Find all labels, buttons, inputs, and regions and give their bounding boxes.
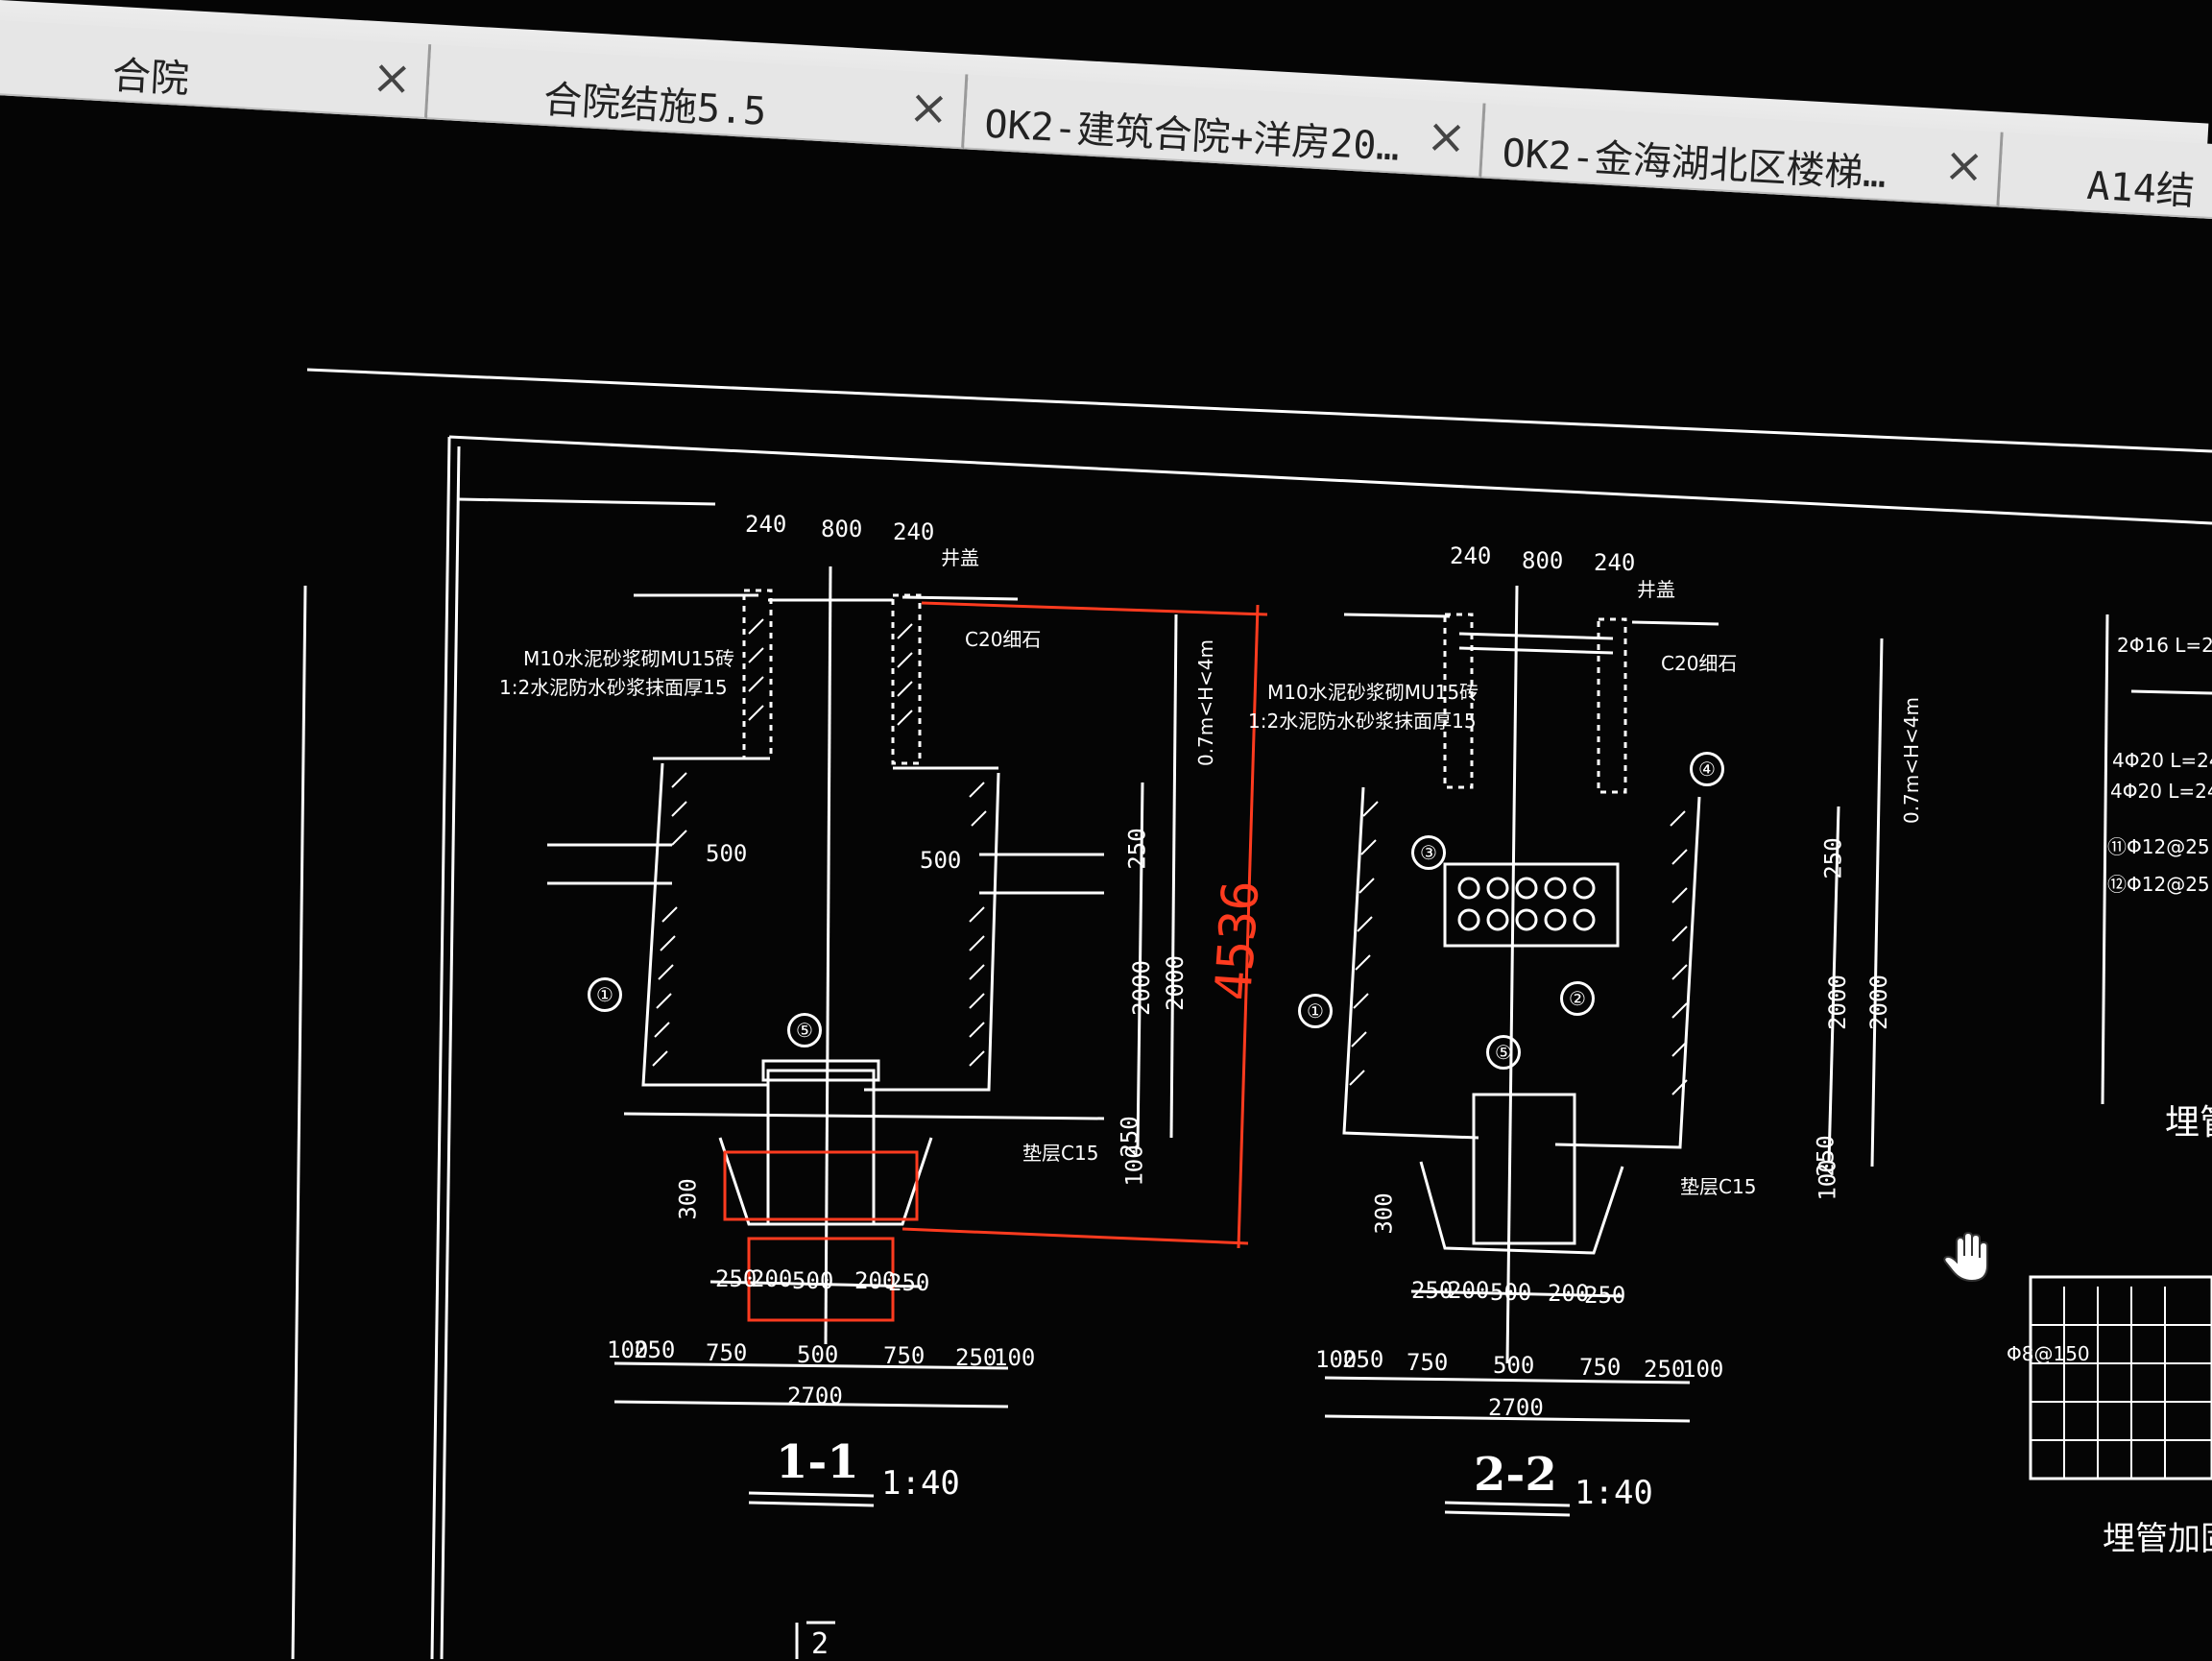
section-title-2-2: 2-2 <box>1474 1448 1557 1502</box>
dim-top-left: 240 <box>745 511 787 538</box>
dim-base-5: 750 <box>883 1342 926 1369</box>
dim-bottom-1: 250 <box>715 1265 757 1292</box>
dim-bottom-3: 500 <box>792 1267 834 1294</box>
rebar-label-3: 4Φ20 L=244 <box>2110 780 2212 803</box>
dim-pipe-right: 500 <box>920 847 962 874</box>
label-c15: 垫层C15 <box>1022 1142 1099 1165</box>
dim-base-3: 750 <box>706 1339 748 1366</box>
label-c15: 垫层C15 <box>1680 1175 1757 1198</box>
section-title-1-1: 1-1 <box>776 1435 859 1489</box>
label-depth-note: 0.7m<H<4m <box>1194 638 1218 767</box>
dim-top-right: 240 <box>1594 549 1636 576</box>
dim-base-7: 100 <box>1682 1356 1724 1383</box>
rebar-label-5: ⑫Φ12@25 <box>2107 873 2210 896</box>
dim-top-left: 240 <box>1450 542 1492 569</box>
marker-5: ⑤ <box>1486 1035 1521 1070</box>
dim-base-1: 100 <box>1315 1346 1358 1373</box>
dim-side-3: 2000 <box>1864 975 1892 1030</box>
dim-bottom-5: 250 <box>888 1269 930 1296</box>
dim-side-2: 2000 <box>1127 960 1155 1016</box>
dim-total-width: 2700 <box>787 1383 843 1409</box>
dim-top-center: 800 <box>821 516 863 542</box>
dim-pipe-left: 500 <box>706 840 748 867</box>
marker-3: ③ <box>1411 835 1446 870</box>
label-c20: C20细石 <box>965 628 1042 651</box>
dim-base-3: 750 <box>1407 1349 1449 1376</box>
rebar-label-2: 4Φ20 L=244 <box>2112 749 2212 772</box>
dim-top-right: 240 <box>893 518 935 545</box>
dim-side-5: 100 <box>1120 1144 1148 1187</box>
dim-base-6: 250 <box>1644 1356 1686 1383</box>
dim-side-2: 2000 <box>1823 975 1851 1030</box>
dim-base-1: 100 <box>607 1336 649 1363</box>
dim-bottom-4: 200 <box>854 1267 897 1294</box>
rebar-label-4: ⑪Φ12@25 <box>2107 835 2210 858</box>
dim-total-width: 2700 <box>1488 1394 1544 1421</box>
caption-buried-pipe: 埋管 <box>2165 1103 2212 1143</box>
dim-base-2: 250 <box>634 1336 676 1363</box>
pan-hand-icon <box>1943 1231 1988 1283</box>
dim-base-4: 500 <box>797 1341 839 1368</box>
dim-base-4: 500 <box>1493 1352 1535 1379</box>
marker-1: ① <box>588 977 622 1012</box>
dim-side-1: 250 <box>1819 837 1847 879</box>
dim-base-7: 100 <box>994 1344 1036 1371</box>
marker-5: ⑤ <box>787 1013 822 1047</box>
marker-4: ④ <box>1690 752 1724 786</box>
label-c20: C20细石 <box>1661 652 1738 675</box>
red-measurement[interactable]: 4536 <box>1205 879 1271 1003</box>
label-plaster: 1:2水泥防水砂浆抹面厚15 <box>1248 710 1477 733</box>
dim-side-3: 2000 <box>1161 955 1189 1011</box>
label-depth-note: 0.7m<H<4m <box>1900 696 1924 825</box>
dim-bottom-4: 200 <box>1548 1280 1590 1307</box>
label-m10: M10水泥砂浆砌MU15砖 <box>1267 681 1479 704</box>
section-scale-1-1: 1:40 <box>881 1464 960 1503</box>
dim-bottom-5: 250 <box>1584 1282 1626 1309</box>
dim-bottom-2: 200 <box>751 1265 793 1292</box>
dim-side-5: 100 <box>1814 1159 1841 1201</box>
label-m10: M10水泥砂浆砌MU15砖 <box>523 647 735 670</box>
marker-2: ② <box>1560 981 1595 1016</box>
dim-depth: 300 <box>1370 1192 1398 1235</box>
dim-bottom-2: 200 <box>1448 1277 1490 1304</box>
label-plaster: 1:2水泥防水砂浆抹面厚15 <box>499 676 728 699</box>
dim-base-2: 250 <box>1342 1346 1384 1373</box>
section-scale-2-2: 1:40 <box>1575 1474 1653 1512</box>
label-cover: 井盖 <box>1637 578 1675 601</box>
rebar-label-1: 2Φ16 L=24 <box>2117 634 2212 657</box>
marker-1: ① <box>1298 994 1333 1028</box>
dim-side-1: 250 <box>1123 828 1151 870</box>
dim-base-6: 250 <box>955 1344 998 1371</box>
bottom-marker: 2 <box>811 1627 830 1661</box>
rebar-spacing-label: Φ8@150 <box>2007 1342 2090 1365</box>
dim-top-center: 800 <box>1522 547 1564 574</box>
dim-bottom-1: 250 <box>1411 1277 1454 1304</box>
dim-depth: 300 <box>674 1178 702 1220</box>
dim-base-5: 750 <box>1579 1354 1622 1381</box>
dim-bottom-3: 500 <box>1490 1279 1532 1306</box>
caption-pipe-reinforcement: 埋管加固 <box>2103 1520 2212 1558</box>
label-cover: 井盖 <box>941 546 979 569</box>
